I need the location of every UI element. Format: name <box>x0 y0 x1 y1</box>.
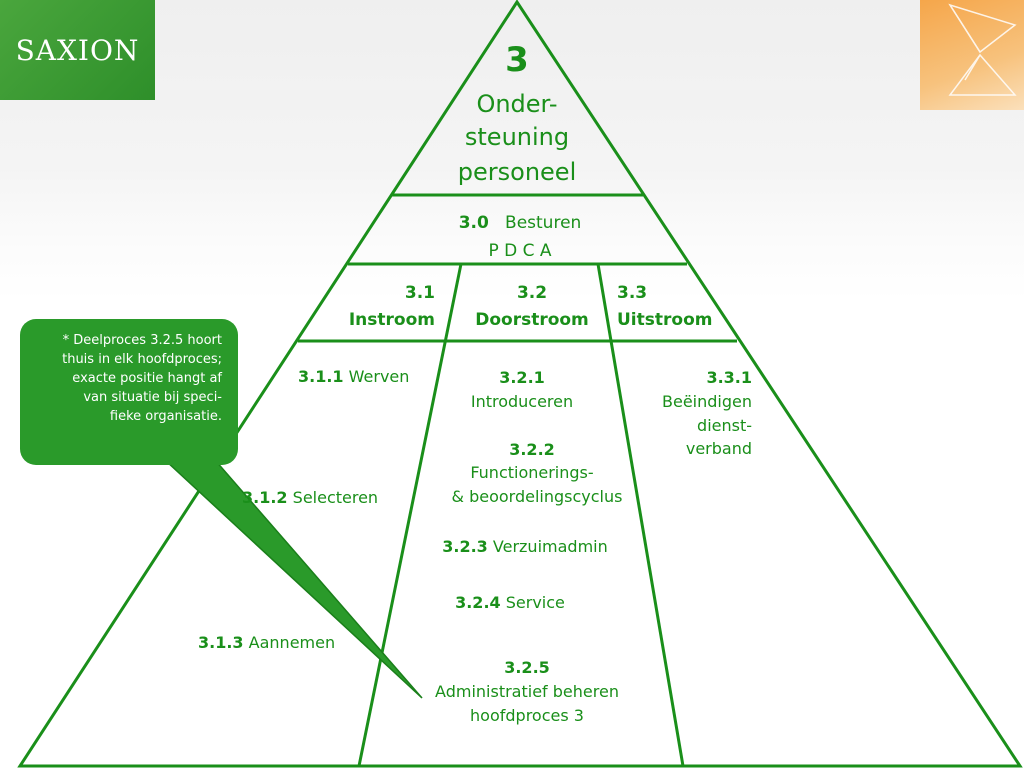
instroom-item-number: 3.1.1 <box>298 367 344 386</box>
column-line-right <box>596 263 685 767</box>
apex-number: 3 <box>505 40 529 80</box>
instroom-item-label: Aannemen <box>248 633 336 652</box>
column-doorstroom-number: 3.2 <box>516 283 548 303</box>
column-instroom-number: 3.1 <box>404 283 435 303</box>
column-doorstroom-label: Doorstroom <box>475 310 589 330</box>
doorstroom-item-label-2: hoofdproces 3 <box>470 706 584 725</box>
doorstroom-item-label-2: & beoordelingscyclus <box>451 487 623 506</box>
besturen-text: Besturen <box>505 213 582 233</box>
doorstroom-item-label: Verzuimadmin <box>492 537 608 556</box>
apex-line-2: steuning <box>464 123 570 151</box>
doorstroom-item-number: 3.2.1 <box>499 368 545 387</box>
instroom-item-number: 3.1.3 <box>198 633 244 652</box>
saxion-logo: SAXION <box>0 0 155 100</box>
column-uitstroom-label: Uitstroom <box>617 310 713 330</box>
doorstroom-item-verzuimadmin: 3.2.3 Verzuimadmin <box>420 536 630 558</box>
decorative-corner-graphic <box>920 0 1024 110</box>
doorstroom-item-number: 3.2.2 <box>509 440 555 459</box>
doorstroom-item-label: Functionerings- <box>470 463 594 482</box>
uitstroom-item-number: 3.3.1 <box>706 368 752 387</box>
doorstroom-item-label: Administratief beheren <box>435 682 619 701</box>
doorstroom-item-label: Introduceren <box>470 392 574 411</box>
column-line-left <box>357 263 463 767</box>
doorstroom-item-number: 3.2.4 <box>455 593 501 612</box>
besturen-number: 3.0 <box>458 213 489 233</box>
background-band <box>0 0 1024 300</box>
instroom-item-selecteren: 3.1.2 Selecteren <box>242 487 402 509</box>
pyramid-outline-icon <box>948 3 1017 96</box>
logo-text: SAXION <box>15 33 140 67</box>
instroom-item-label: Werven <box>348 367 410 386</box>
instroom-item-label: Selecteren <box>292 488 379 507</box>
apex-line-3: personeel <box>457 158 577 186</box>
instroom-item-aannemen: 3.1.3 Aannemen <box>198 632 358 654</box>
doorstroom-item-number: 3.2.5 <box>504 658 550 677</box>
uitstroom-item-label-3: verband <box>685 439 752 458</box>
column-instroom-label: Instroom <box>348 310 435 330</box>
instroom-item-werven: 3.1.1 Werven <box>298 366 428 388</box>
column-uitstroom-number: 3.3 <box>617 283 648 303</box>
uitstroom-item-label-2: dienst- <box>697 416 752 435</box>
pyramid-outline <box>17 0 1023 768</box>
besturen-pdca: P D C A <box>488 241 552 261</box>
uitstroom-item-label: Beëindigen <box>662 392 752 411</box>
instroom-item-number: 3.1.2 <box>242 488 288 507</box>
callout-note: * Deelproces 3.2.5 hoort thuis in elk ho… <box>20 319 238 465</box>
doorstroom-item-label: Service <box>505 593 565 612</box>
apex-line-1: Onder- <box>476 90 558 118</box>
doorstroom-item-service: 3.2.4 Service <box>430 592 590 614</box>
callout-text: * Deelproces 3.2.5 hoort thuis in elk ho… <box>62 333 222 424</box>
doorstroom-item-number: 3.2.3 <box>442 537 488 556</box>
besturen-label: 3.0 Besturen <box>420 212 620 234</box>
